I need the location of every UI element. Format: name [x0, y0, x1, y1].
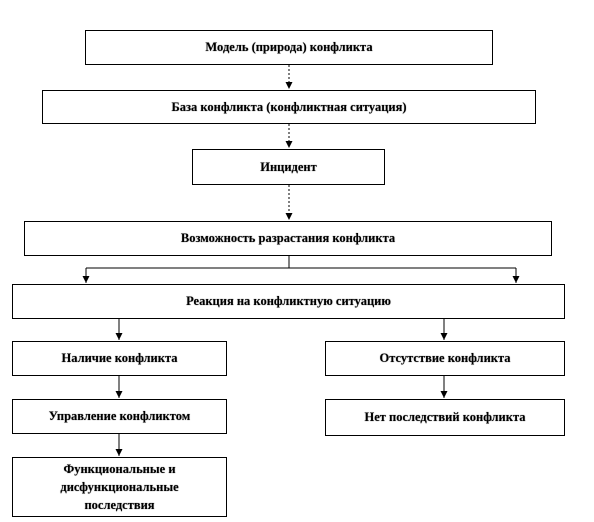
node-conflict-presence: Наличие конфликта — [12, 341, 227, 376]
node-reaction-label: Реакция на конфликтную ситуацию — [186, 294, 391, 309]
node-conflict-base: База конфликта (конфликтная ситуация) — [42, 90, 536, 124]
node-conflict-absence-label: Отсутствие конфликта — [379, 351, 511, 366]
node-functional-consequences: Функциональные и дисфункциональные после… — [12, 457, 227, 517]
node-no-consequences: Нет последствий конфликта — [325, 399, 565, 436]
node-no-consequences-label: Нет последствий конфликта — [364, 410, 526, 425]
node-conflict-absence: Отсутствие конфликта — [325, 341, 565, 376]
node-reaction: Реакция на конфликтную ситуацию — [12, 284, 565, 319]
node-escalation-possibility-label: Возможность разрастания конфликта — [180, 231, 396, 246]
node-functional-consequences-label: Функциональные и дисфункциональные после… — [60, 461, 179, 513]
node-incident: Инцидент — [192, 149, 385, 185]
node-conflict-management: Управление конфликтом — [12, 399, 227, 434]
node-escalation-possibility: Возможность разрастания конфликта — [24, 221, 552, 256]
node-conflict-model-label: Модель (природа) конфликта — [205, 40, 373, 55]
node-conflict-base-label: База конфликта (конфликтная ситуация) — [171, 99, 407, 114]
node-conflict-management-label: Управление конфликтом — [48, 409, 191, 424]
node-incident-label: Инцидент — [260, 159, 317, 174]
node-conflict-presence-label: Наличие конфликта — [61, 351, 178, 366]
node-conflict-model: Модель (природа) конфликта — [85, 30, 493, 65]
